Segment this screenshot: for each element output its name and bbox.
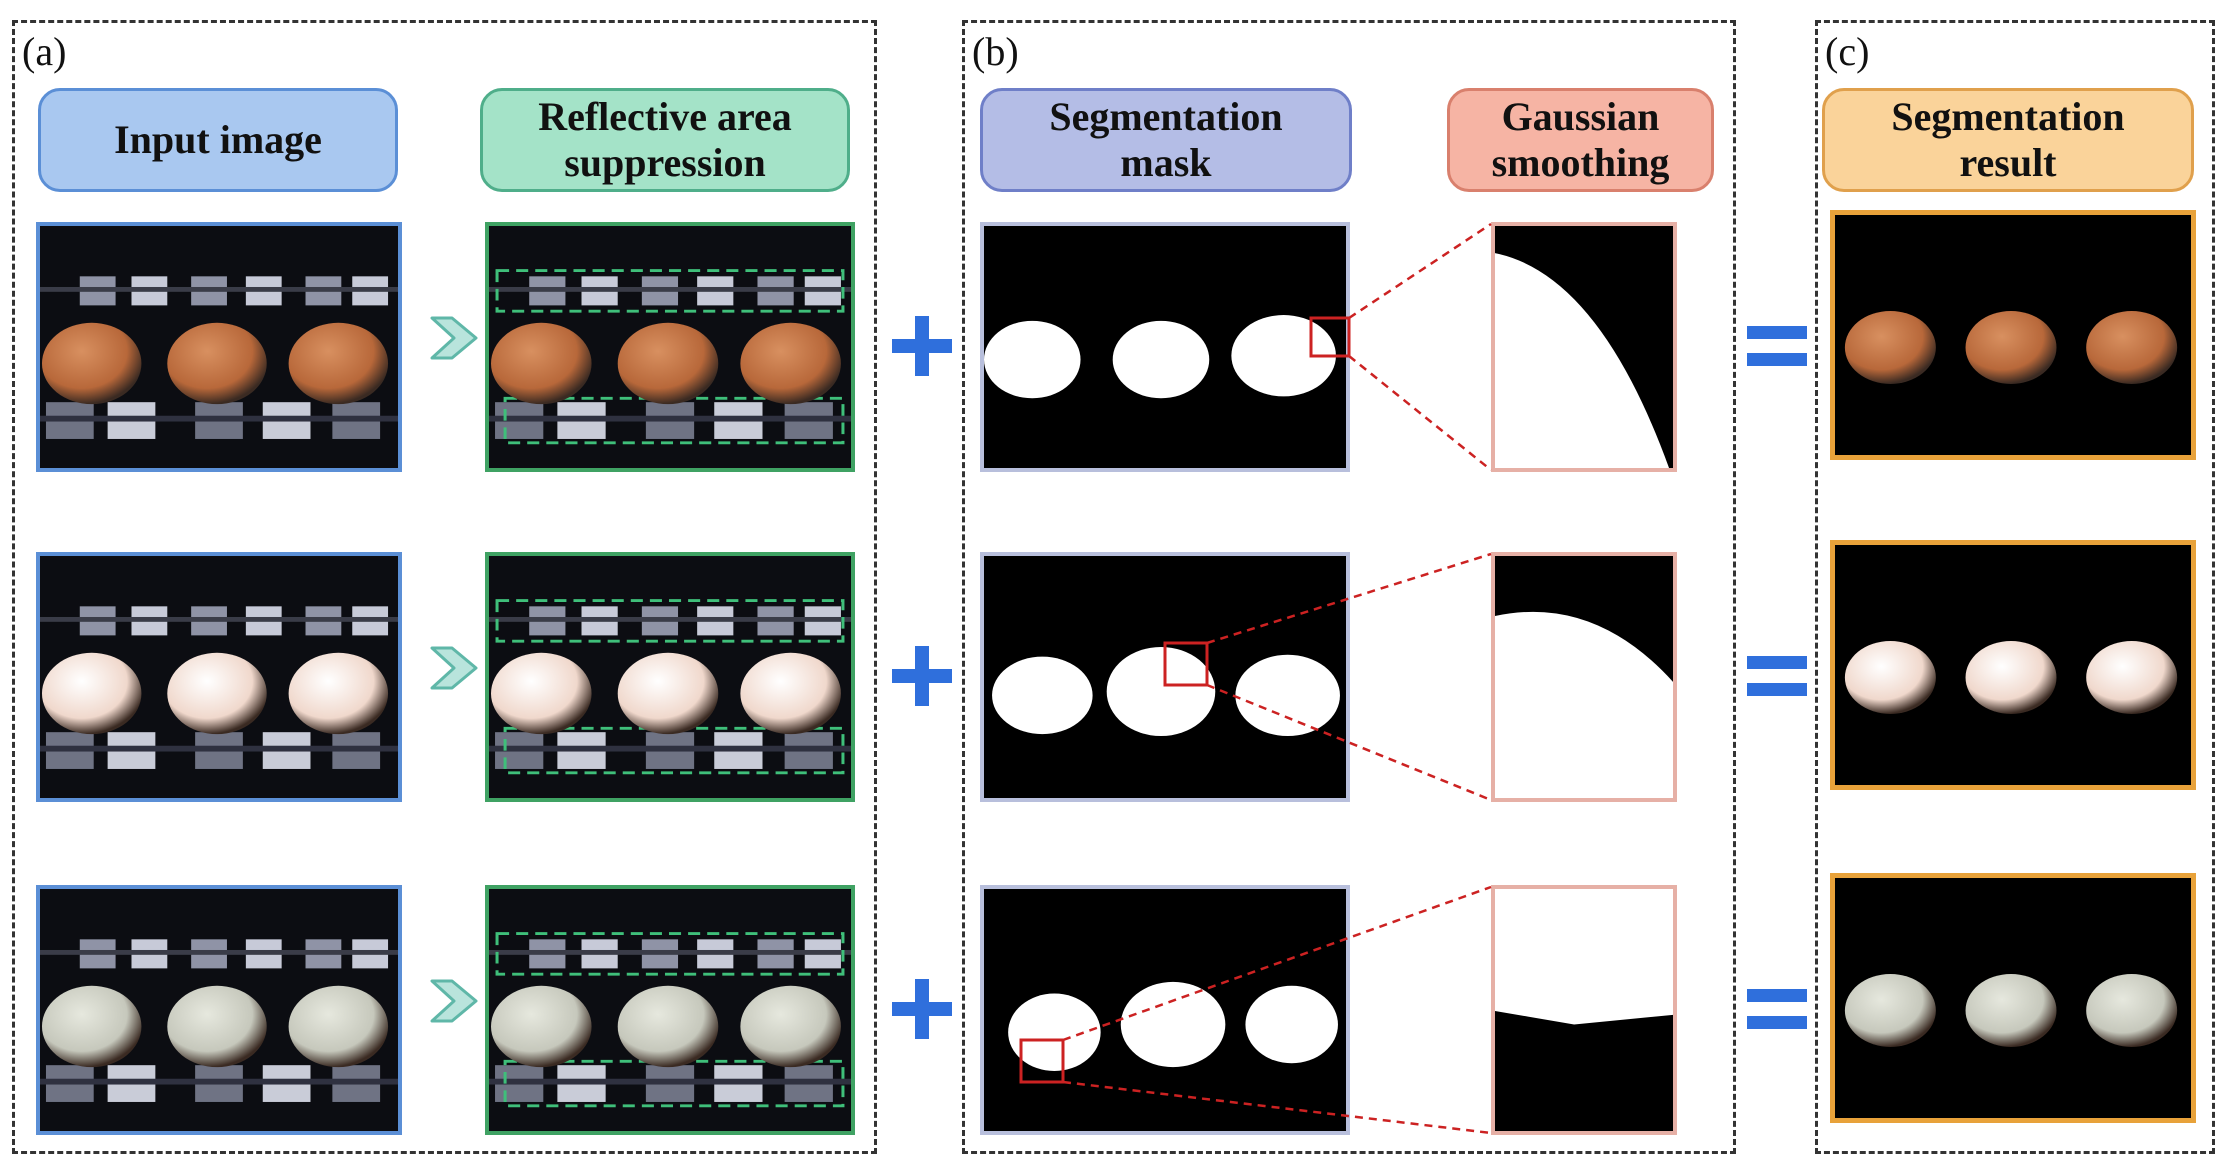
- equals-icon-row-1: [1745, 324, 1809, 373]
- panel-c-frame: [1815, 20, 2215, 1154]
- suppressed-image-row-3: [485, 885, 855, 1135]
- panel-c-label: (c): [1825, 29, 1870, 74]
- chevron-arrow-icon-row-3: [428, 977, 480, 1030]
- header-segmentation-mask: Segmentation mask: [980, 88, 1352, 192]
- segmentation-mask-row-3: [980, 885, 1350, 1135]
- gaussian-zoom-row-2: [1491, 552, 1677, 802]
- equals-icon-row-3: [1745, 987, 1809, 1036]
- plus-icon-row-2: [890, 644, 954, 713]
- header-input-image: Input image: [38, 88, 398, 192]
- segmentation-result-row-3: [1830, 873, 2196, 1123]
- equals-icon-row-2: [1745, 654, 1809, 703]
- panel-a-label: (a): [22, 29, 67, 74]
- panel-a-frame: [12, 20, 877, 1154]
- input-image-row-2: [36, 552, 402, 802]
- segmentation-mask-row-2: [980, 552, 1350, 802]
- suppressed-image-row-2: [485, 552, 855, 802]
- panel-b-label: (b): [972, 29, 1019, 74]
- chevron-arrow-icon-row-2: [428, 644, 480, 697]
- suppressed-image-row-1: [485, 222, 855, 472]
- segmentation-mask-row-1: [980, 222, 1350, 472]
- chevron-arrow-icon-row-1: [428, 314, 480, 367]
- header-segmentation-result: Segmentation result: [1822, 88, 2194, 192]
- segmentation-result-row-1: [1830, 210, 2196, 460]
- gaussian-zoom-row-3: [1491, 885, 1677, 1135]
- plus-icon-row-1: [890, 314, 954, 383]
- segmentation-result-row-2: [1830, 540, 2196, 790]
- header-gaussian-smoothing: Gaussian smoothing: [1447, 88, 1714, 192]
- header-reflective-area-suppression: Reflective area suppression: [480, 88, 850, 192]
- input-image-row-3: [36, 885, 402, 1135]
- plus-icon-row-3: [890, 977, 954, 1046]
- gaussian-zoom-row-1: [1491, 222, 1677, 472]
- input-image-row-1: [36, 222, 402, 472]
- panel-b-frame: [962, 20, 1736, 1154]
